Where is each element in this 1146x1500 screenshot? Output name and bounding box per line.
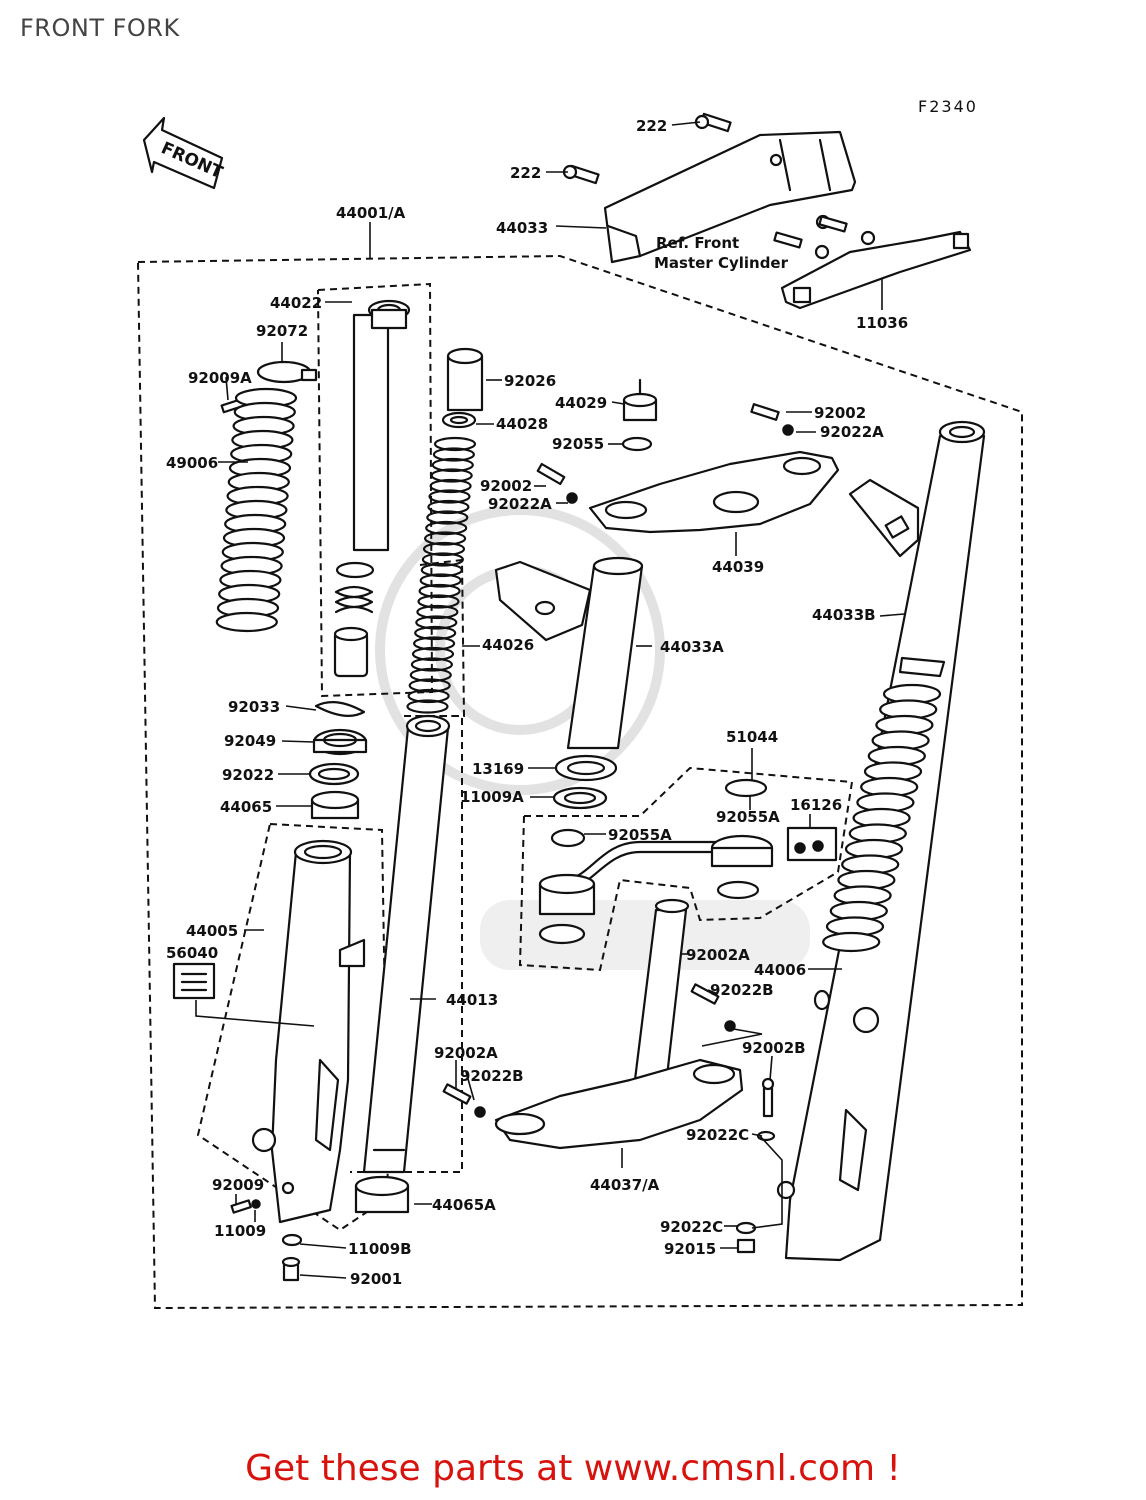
o-ring-92055 (621, 436, 653, 452)
label-16126: 16126 (790, 796, 842, 814)
front-direction-arrow: FRONT (142, 116, 226, 190)
pinch-bolt-92002A-left (442, 1083, 486, 1118)
caution-label-56040 (172, 962, 216, 1000)
label-92002A-center: 92002A (686, 946, 750, 964)
label-92055: 92055 (552, 435, 604, 453)
bolt-92002B (756, 1077, 776, 1142)
label-92022A-upper: 92022A (820, 423, 884, 441)
footer-link-text[interactable]: Get these parts at www.cmsnl.com ! (245, 1448, 901, 1489)
label-92022C-upper: 92022C (686, 1126, 749, 1144)
fork-boot-49006 (215, 387, 298, 633)
pinch-bolt-92002-upper (750, 403, 794, 436)
pinch-bolt-92002-left (536, 462, 578, 504)
label-92015: 92015 (664, 1240, 716, 1258)
boot-clamp-92072 (256, 360, 318, 384)
label-92022C-lower: 92022C (660, 1218, 723, 1236)
fork-spring-44026 (406, 436, 477, 714)
fork-internal-parts (333, 561, 375, 678)
front-fork-exploded-diagram: F2340 FRONT (137, 97, 1023, 1310)
label-11009B: 11009B (348, 1240, 412, 1258)
label-44028: 44028 (496, 415, 548, 433)
assembly-boundary (137, 254, 1023, 1310)
label-44065A: 44065A (432, 1196, 496, 1214)
label-44022: 44022 (270, 294, 322, 312)
inner-tube-44022 (352, 299, 411, 552)
label-56040: 56040 (166, 944, 218, 962)
label-13169: 13169 (472, 760, 524, 778)
label-92055A-right: 92055A (716, 808, 780, 826)
label-92002-upper: 92002 (814, 404, 866, 422)
label-11009A: 11009A (460, 788, 524, 806)
label-44039: 44039 (712, 558, 764, 576)
bearing-race-11009A (552, 786, 608, 810)
label-44037: 44037/A (590, 1176, 660, 1194)
label-51044: 51044 (726, 728, 778, 746)
drain-screw-92009 (230, 1199, 261, 1214)
label-92033: 92033 (228, 698, 280, 716)
label-92022B-center: 92022B (710, 981, 774, 999)
label-44013: 44013 (446, 991, 498, 1009)
label-92049: 92049 (224, 732, 276, 750)
label-44029: 44029 (555, 394, 607, 412)
washer-11009B (281, 1233, 303, 1247)
junction-16126 (786, 826, 838, 862)
label-92009: 92009 (212, 1176, 264, 1194)
brake-hose-joint-51044 (538, 778, 774, 945)
bolt-222-lower (562, 164, 600, 185)
label-44006: 44006 (754, 961, 806, 979)
brake-hose-group-outline (518, 766, 854, 972)
page-title: FRONT FORK (20, 14, 180, 42)
label-92022: 92022 (222, 766, 274, 784)
label-92022A-left: 92022A (488, 495, 552, 513)
leader-56040 (195, 1000, 315, 1027)
label-44033A: 44033A (660, 638, 724, 656)
label-92002A-left: 92002A (434, 1044, 498, 1062)
label-92001: 92001 (350, 1270, 402, 1288)
label-92055A-left: 92055A (608, 826, 672, 844)
allen-bolt-92001 (281, 1256, 301, 1282)
right-fork-boot (822, 683, 942, 953)
label-11009: 11009 (214, 1222, 266, 1240)
label-11036: 11036 (856, 314, 908, 332)
figure-code: F2340 (918, 97, 978, 116)
guide-bushing-44065A (354, 1175, 410, 1214)
snap-ring-92033 (314, 701, 366, 717)
headlight-bracket-tube-44033A (494, 556, 644, 750)
label-44033: 44033 (496, 219, 548, 237)
leader-lines (218, 121, 905, 1279)
bearing-13169 (554, 754, 618, 782)
outer-tube-44005 (251, 839, 366, 1224)
washer-92022 (308, 762, 360, 786)
label-44065: 44065 (220, 798, 272, 816)
spacer-92026 (446, 347, 484, 412)
upper-bracket-44039 (588, 450, 840, 534)
label-92002-left: 92002 (480, 477, 532, 495)
label-44033B: 44033B (812, 606, 876, 624)
label-92022B-left: 92022B (460, 1067, 524, 1085)
label-49006: 49006 (166, 454, 218, 472)
part-labels: 222 222 44033 Ref. Front Master Cylinder… (166, 117, 908, 1288)
fork-damper-44013 (362, 714, 451, 1174)
master-cylinder-bracket-11036 (773, 214, 972, 310)
label-92009A: 92009A (188, 369, 252, 387)
label-92072: 92072 (256, 322, 308, 340)
handlebar-cover-44033 (603, 130, 857, 264)
label-44001: 44001/A (336, 204, 406, 222)
guide-bushing-44065 (310, 790, 360, 820)
oil-seal-92049 (312, 728, 368, 756)
label-222-lower: 222 (510, 164, 541, 182)
spring-seat-44028 (441, 411, 477, 429)
fork-cap-44029 (622, 378, 658, 422)
bolt-222-upper (694, 112, 732, 133)
steering-stem-44037 (494, 898, 744, 1150)
label-92002B: 92002B (742, 1039, 806, 1057)
label-92026: 92026 (504, 372, 556, 390)
label-44005: 44005 (186, 922, 238, 940)
label-222-upper: 222 (636, 117, 667, 135)
ref-note-line-2: Master Cylinder (654, 254, 789, 272)
outer-tube-group-outline (196, 823, 390, 1232)
label-44026: 44026 (482, 636, 534, 654)
ref-note-line-1: Ref. Front (656, 234, 739, 252)
